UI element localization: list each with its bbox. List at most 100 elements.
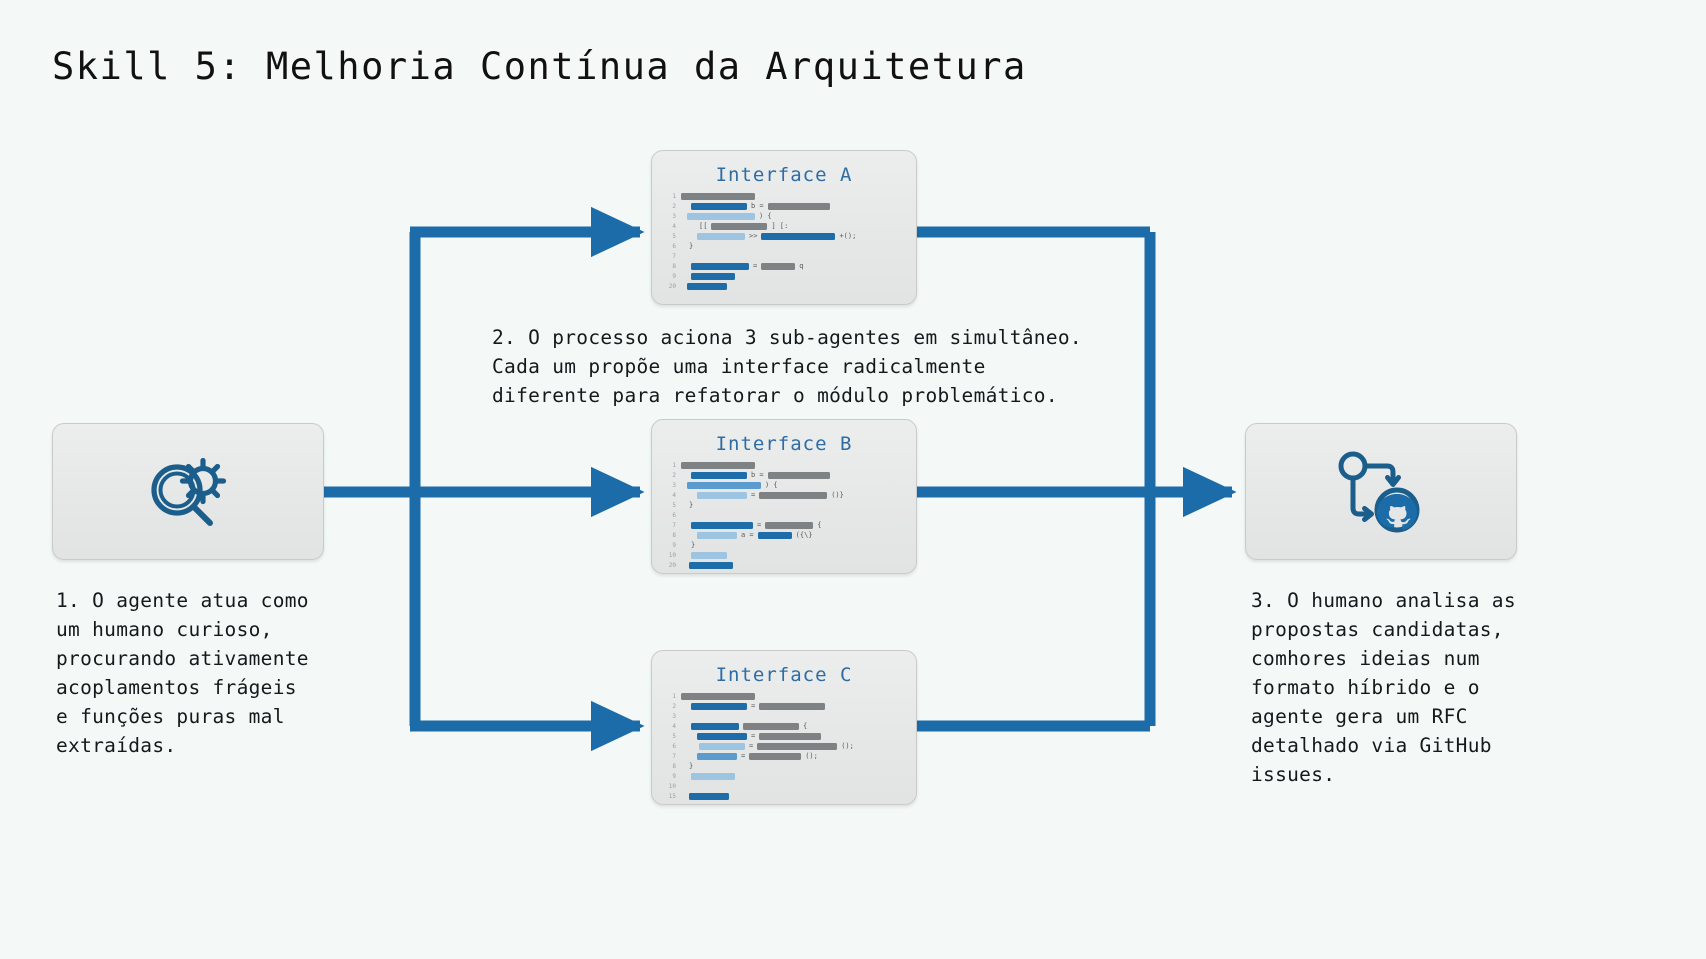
code-line-number: 4 — [672, 723, 676, 730]
code-line: 10 — [660, 782, 906, 791]
code-line-number: 8 — [672, 763, 676, 770]
code-token-bar — [687, 213, 755, 220]
code-line: 9 — [660, 772, 906, 781]
code-line-number: 10 — [668, 552, 676, 559]
code-line-number: 6 — [672, 512, 676, 519]
code-line-number: 20 — [668, 283, 676, 290]
code-punctuation: (); — [805, 752, 818, 760]
code-token-bar — [711, 223, 768, 230]
code-token-bar — [691, 263, 749, 270]
code-token-bar — [691, 723, 739, 730]
code-line-number: 15 — [668, 793, 676, 800]
node-human-card[interactable] — [1245, 423, 1517, 560]
code-line: 8=q — [660, 262, 906, 271]
code-token-bar — [687, 283, 727, 290]
code-token-bar — [691, 273, 735, 280]
code-token-bar — [691, 472, 747, 479]
code-token-bar — [767, 203, 830, 210]
code-line: 4=()} — [660, 491, 906, 500]
caption-step-2: 2. O processo aciona 3 sub-agentes em si… — [492, 326, 1082, 407]
code-punctuation: >> — [749, 232, 758, 240]
code-punctuation: a = — [741, 531, 754, 539]
code-line-number: 5 — [672, 233, 676, 240]
code-line: 10 — [660, 551, 906, 560]
code-token-bar — [691, 522, 753, 529]
code-line: 5 >> +(); — [660, 232, 906, 241]
code-punctuation: = — [751, 732, 756, 740]
code-token-bar — [759, 733, 822, 740]
code-line: 9 — [660, 272, 906, 281]
code-token-bar — [759, 703, 826, 710]
code-line-number: 4 — [672, 492, 676, 499]
code-line: 1 — [660, 192, 906, 201]
code-punctuation: = — [751, 491, 756, 499]
code-line: 3) { — [660, 481, 906, 490]
code-token-bar — [761, 263, 796, 270]
code-token-bar — [697, 733, 747, 740]
code-line-number: 9 — [672, 542, 676, 549]
code-line-number: 9 — [672, 773, 676, 780]
code-token-bar — [697, 492, 747, 499]
code-punctuation: ] [: — [771, 222, 789, 230]
code-line-number: 4 — [672, 223, 676, 230]
code-token-bar — [743, 723, 799, 730]
code-token-bar — [691, 703, 747, 710]
code-line: 7={ — [660, 521, 906, 530]
code-line: 5} — [660, 501, 906, 510]
code-line-number: 1 — [672, 462, 676, 469]
code-punctuation: = — [757, 521, 762, 529]
code-line-number: 1 — [672, 693, 676, 700]
code-line-number: 8 — [672, 532, 676, 539]
code-token-bar — [689, 562, 733, 569]
code-line-number: 8 — [672, 263, 676, 270]
code-line: 5= — [660, 732, 906, 741]
code-line-number: 3 — [672, 482, 676, 489]
code-punctuation: [[ — [699, 222, 708, 230]
code-token-bar — [691, 203, 747, 210]
code-line: 6} — [660, 242, 906, 251]
code-line-number: 6 — [672, 243, 676, 250]
code-line-number: 5 — [672, 502, 676, 509]
page-title: Skill 5: Melhoria Contínua da Arquitetur… — [52, 45, 1027, 88]
code-token-bar — [681, 462, 755, 469]
code-token-bar — [697, 532, 737, 539]
code-line: 20 — [660, 561, 906, 570]
code-token-bar — [689, 793, 729, 800]
code-punctuation: +(); — [839, 232, 857, 240]
code-line-number: 3 — [672, 713, 676, 720]
code-token-bar — [681, 693, 755, 700]
code-punctuation: q — [799, 262, 804, 270]
code-token-bar — [699, 743, 745, 750]
code-punctuation: } — [689, 242, 694, 250]
code-line-number: 2 — [672, 472, 676, 479]
github-flow-icon — [1246, 424, 1516, 559]
code-line-number: 3 — [672, 213, 676, 220]
code-line: 6=(); — [660, 742, 906, 751]
code-line-number: 7 — [672, 753, 676, 760]
code-token-bar — [697, 753, 737, 760]
code-line-number: 2 — [672, 203, 676, 210]
code-line: 8} — [660, 762, 906, 771]
code-token-bar — [681, 193, 755, 200]
code-token-bar — [765, 522, 814, 529]
code-token-bar — [767, 472, 830, 479]
code-punctuation: } — [689, 762, 694, 770]
caption-step-3: 3. O humano analisa as propostas candida… — [1251, 589, 1516, 786]
code-line-number: 1 — [672, 193, 676, 200]
code-punctuation: = — [751, 702, 756, 710]
code-punctuation: { — [803, 722, 808, 730]
code-punctuation: { — [817, 521, 822, 529]
node-agent-card[interactable] — [52, 423, 324, 560]
code-line: 7=(); — [660, 752, 906, 761]
caption-step-1: 1. O agente atua como um humano curioso,… — [56, 589, 309, 757]
